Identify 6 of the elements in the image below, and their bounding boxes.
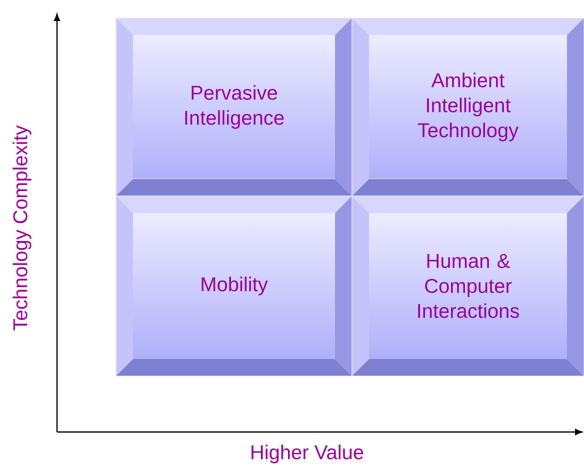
axis-label: Technology Complexity (12, 125, 32, 330)
bevel-box: Pervasive Intelligence (116, 18, 352, 196)
axis-label: Higher Value (252, 444, 364, 464)
bevel-box: Ambient Intelligent Technology (352, 18, 584, 196)
bevel-box: Human & Computer Interactions (352, 196, 584, 376)
bevel-box: Mobility (116, 196, 352, 376)
